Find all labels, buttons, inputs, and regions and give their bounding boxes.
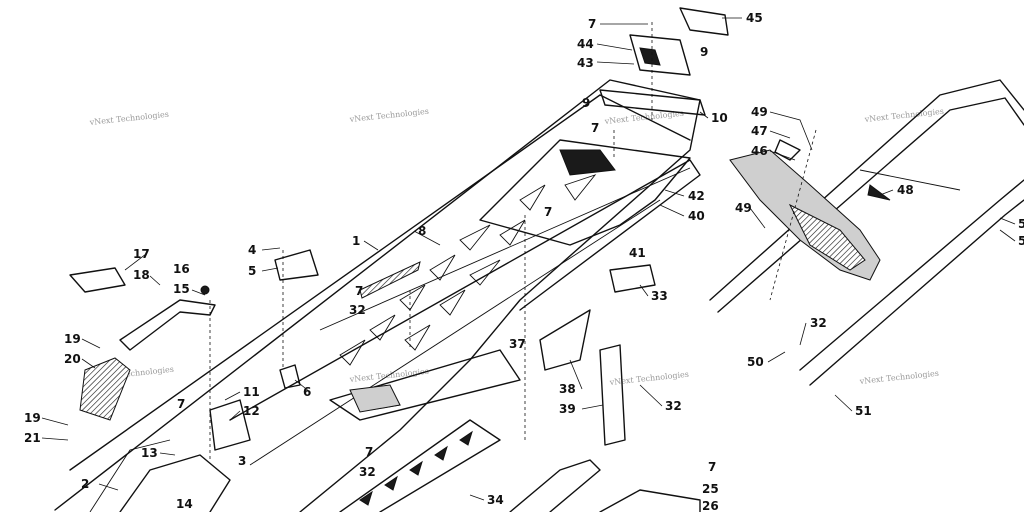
snowflap-assembly [729,139,891,281]
callout-number: 11 [243,385,260,399]
callout-number: 32 [349,303,366,317]
callout-number: 1 [352,234,360,248]
watermark-text: vNext Technologies [858,369,939,386]
callout-number: 51 [855,404,872,418]
callout-number: 5 [1018,217,1024,231]
callout-number: 32 [810,316,827,330]
left-parts [69,249,656,451]
callout-number: 43 [577,56,594,70]
callout-number: 5 [1018,234,1024,248]
callout-number: 44 [577,37,594,51]
callout-number: 10 [711,111,728,125]
callout-number: 5 [248,264,256,278]
callout-number: 7 [365,445,373,459]
callout-number: 33 [651,289,668,303]
callout-number: 19 [24,411,41,425]
callout-number: 34 [487,493,504,507]
callout-number: 6 [303,385,311,399]
callout-number: 40 [688,209,705,223]
callout-number: 38 [559,382,576,396]
callout-number: 7 [544,205,552,219]
callout-number: 12 [243,404,260,418]
leader-lines [41,17,1016,501]
upper-brackets [599,7,729,116]
callout-number: 9 [700,45,708,59]
callout-number: 47 [751,124,768,138]
assembly-lines [209,22,817,460]
callout-number: 19 [64,332,81,346]
callout-number: 14 [176,497,193,511]
callout-number: 18 [133,268,150,282]
callout-number: 25 [702,482,719,496]
callout-number: 37 [509,337,526,351]
callout-number: 7 [708,460,716,474]
callout-number: 42 [688,189,705,203]
callout-number: 3 [238,454,246,468]
callout-number: 45 [746,11,763,25]
callout-number: 26 [702,499,719,512]
callout-number: 39 [559,402,576,416]
callout-number: 13 [141,446,158,460]
callout-number: 2 [81,477,89,491]
callout-number: 21 [24,431,41,445]
callout-number: 4 [248,243,256,257]
watermark-text: vNext Technologies [863,107,944,124]
callout-number: 17 [133,247,150,261]
callout-number: 46 [751,144,768,158]
callout-number: 48 [897,183,914,197]
callout-number: 15 [173,282,190,296]
watermark-text: vNext Technologies [608,370,689,387]
callout-number: 49 [751,105,768,119]
callout-number: 32 [665,399,682,413]
callout-number: 41 [629,246,646,260]
callout-number: 8 [418,224,426,238]
tunnel-cutouts [339,174,597,366]
callout-number: 7 [588,17,596,31]
watermark-text: vNext Technologies [348,107,429,124]
callout-number: 32 [359,465,376,479]
callout-number: 7 [591,121,599,135]
callout-number: 7 [355,284,363,298]
callout-number: 50 [747,355,764,369]
callout-number: 16 [173,262,190,276]
track-lugs [359,430,473,506]
callout-number: 20 [64,352,81,366]
callout-number: 49 [735,201,752,215]
callout-number: 9 [582,96,590,110]
watermark-text: vNext Technologies [88,110,169,127]
callout-number: 7 [177,397,185,411]
tunnel-assembly [54,79,701,512]
